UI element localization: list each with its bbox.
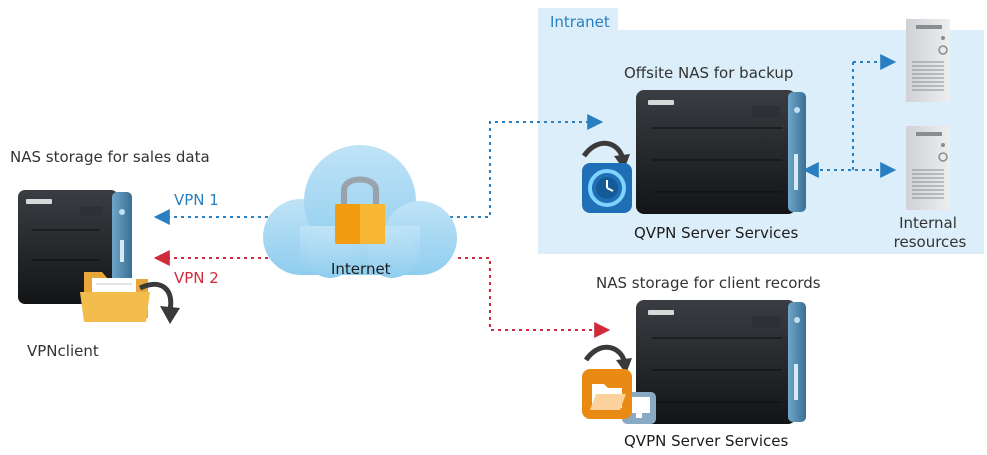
client-records-title: NAS storage for client records xyxy=(596,274,821,292)
folder-icon xyxy=(80,272,150,322)
nas-device-icon xyxy=(636,90,806,214)
link-to-offsite-nas xyxy=(422,114,604,218)
transfer-arrow-icon xyxy=(581,140,630,170)
server-icon xyxy=(906,19,950,102)
offsite-nas: Offsite NAS for backup QVPN Server Servi… xyxy=(581,64,806,242)
nas-device-icon xyxy=(636,300,806,424)
folder-icon xyxy=(582,369,632,419)
client-records-service-label: QVPN Server Services xyxy=(624,432,788,450)
lock-icon xyxy=(335,176,385,244)
internal-label-line1: Internal xyxy=(899,214,957,232)
left-nas: NAS storage for sales data VPNclient xyxy=(10,148,210,360)
internal-label-line2: resources xyxy=(894,233,967,251)
intranet-tab xyxy=(538,8,618,32)
vpn1-label: VPN 1 xyxy=(174,191,219,209)
offsite-service-label: QVPN Server Services xyxy=(634,224,798,242)
internet-cloud: Internet xyxy=(263,145,457,278)
client-records-nas: NAS storage for client records QVPN S xyxy=(582,274,821,450)
intranet-label: Intranet xyxy=(550,13,610,31)
left-nas-caption: NAS storage for sales data xyxy=(10,148,210,166)
connectors xyxy=(153,54,897,338)
internal-resources: Internal resources xyxy=(894,19,967,251)
internet-label: Internet xyxy=(331,260,391,278)
server-icon xyxy=(906,126,950,210)
link-to-client-records-nas xyxy=(458,257,611,338)
vpnclient-label: VPNclient xyxy=(27,342,99,360)
vpn2-label: VPN 2 xyxy=(174,269,219,287)
transfer-arrow-icon xyxy=(138,281,180,324)
backup-clock-icon xyxy=(582,163,632,213)
offsite-nas-title: Offsite NAS for backup xyxy=(624,64,793,82)
transfer-arrow-icon xyxy=(583,344,632,374)
